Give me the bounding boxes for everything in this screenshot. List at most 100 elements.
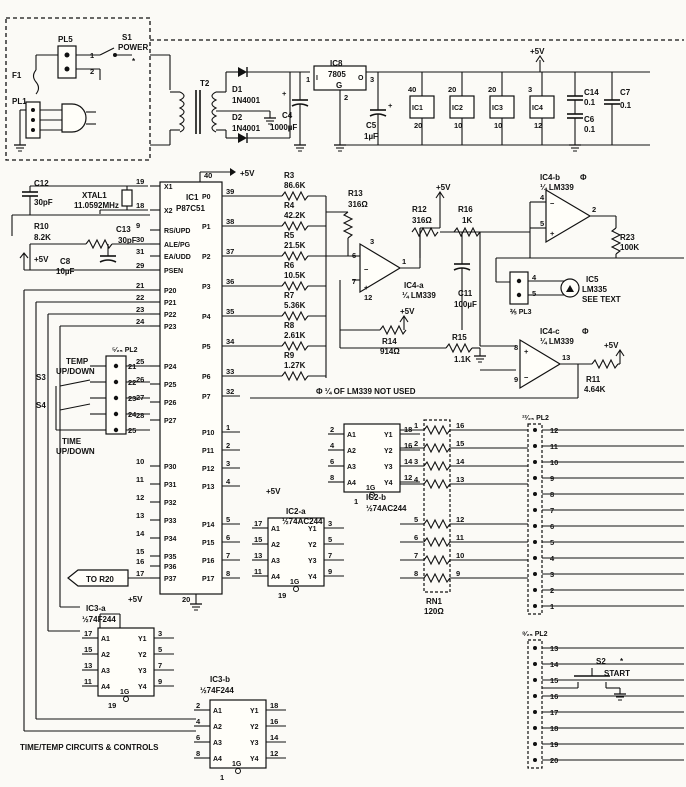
ic1-pin-name: P0 (202, 194, 211, 201)
buffer-output-pin: 9 (328, 567, 332, 576)
ic1-pin-name: P11 (202, 448, 214, 455)
ic1-pin-name: ALE/PG (164, 242, 191, 249)
ic1-pin-name: X2 (164, 208, 173, 215)
pl2-bottom-pin (533, 726, 537, 730)
time-updown-label: UP/DOWN (56, 447, 95, 456)
r13-label: R13 (348, 189, 363, 198)
comparator-section: 67 312 −+ 1 IC4-a ¼ LM339 R13 316Ω +5V R… (250, 173, 684, 399)
buffer-output-pin: 7 (328, 551, 332, 560)
s3-switch (59, 379, 91, 387)
ic1-pin-name: EA/UDD (164, 254, 191, 261)
buffer-enable-bubble (293, 586, 299, 592)
svg-text:9: 9 (514, 375, 518, 384)
buffer-input-pin: 15 (254, 535, 262, 544)
dac-resistor-name: R7 (284, 291, 295, 300)
r10-label: R10 (34, 222, 49, 231)
svg-text:+: + (524, 347, 529, 356)
temp-updown-label: UP/DOWN (56, 367, 95, 376)
ic3a-label: IC3-a (86, 604, 106, 613)
dac-resistors: R386.6KR442.2KR521.5KR610.5KR75.36KR82.6… (240, 171, 326, 381)
ic1-pin-name: P33 (164, 518, 177, 525)
ic1-pin-name: P12 (202, 466, 215, 473)
ic1-pin-number: 4 (226, 477, 231, 486)
ic1-pin-name: P26 (164, 400, 177, 407)
r23-value: 100K (620, 243, 639, 252)
ic3a-part: ½74F244 (82, 615, 116, 624)
svg-text:+: + (550, 229, 555, 238)
ic1-pin-number: 8 (226, 569, 230, 578)
plus5v-r14: +5V (400, 307, 415, 316)
rn1-output-pin: 16 (456, 421, 464, 430)
buffer-output-name: Y4 (138, 684, 147, 691)
ic1-pin-number: 13 (136, 511, 144, 520)
ic5-note: SEE TEXT (582, 295, 621, 304)
plus5v-ic2: +5V (266, 487, 281, 496)
pl2-pin (113, 427, 119, 433)
buffer-enable-bubble (235, 768, 241, 774)
ic1-left-pins: 19X118X29RS/UPD30ALE/PG31EA/UDD29PSEN21P… (136, 177, 191, 583)
buffer-enable-name: 1G (366, 485, 376, 492)
plus5v-r10: +5V (34, 255, 49, 264)
f1-label: F1 (12, 71, 22, 80)
pl5-connector (57, 45, 77, 79)
d2-diode (237, 132, 248, 144)
ic2a-label: IC2-a (286, 507, 306, 516)
ic1-pin-number: 2 (226, 441, 230, 450)
svg-text:4: 4 (540, 193, 545, 202)
buffer-output-name: Y2 (384, 448, 393, 455)
buffer-input-pin: 6 (330, 457, 334, 466)
ic8-in-pin: I (316, 75, 318, 82)
ic5-label: IC5 (586, 275, 599, 284)
ic1-pin-name: P10 (202, 430, 215, 437)
ic-power-name: IC1 (412, 105, 423, 112)
d2-type: 1N4001 (232, 124, 261, 133)
ic4a-label: IC4-a (404, 281, 424, 290)
t2-primary-coil (178, 91, 185, 133)
d2-label: D2 (232, 113, 243, 122)
ic1-pin-number: 31 (136, 247, 144, 256)
d1-diode (237, 66, 248, 78)
rn1-input-pin: 3 (414, 457, 418, 466)
pl2-top-pin (533, 588, 537, 592)
buffer-output-pin: 7 (158, 661, 162, 670)
buffer-enable-pin: 19 (108, 701, 116, 710)
ic8-part: 7805 (328, 70, 346, 79)
pl2-top-pin (533, 508, 537, 512)
ic1-pin-number: 18 (136, 201, 144, 210)
ic-power-vcc-pin: 20 (488, 85, 496, 94)
t2-label: T2 (200, 79, 210, 88)
dac-resistor-name: R3 (284, 171, 295, 180)
buffer-output-pin: 9 (158, 677, 162, 686)
buffer-input-name: A2 (271, 542, 280, 549)
pl2-top-pin (533, 572, 537, 576)
buffer-body (343, 423, 401, 493)
ic1-pin-number: 6 (226, 533, 230, 542)
buffer-body (97, 627, 155, 697)
mcu-section: IC1 P87C51 19X118X29RS/UPD30ALE/PG31EA/U… (11, 168, 255, 732)
pl2-bottom-pin (533, 710, 537, 714)
ic1-pin-name: P14 (202, 522, 215, 529)
ic-power-gnd-pin: 10 (494, 121, 502, 130)
ic1-pin-name: P34 (164, 536, 177, 543)
s4-switch (59, 403, 91, 411)
ic1-pin-number: 29 (136, 261, 144, 270)
ic1-pin20: 20 (182, 595, 190, 604)
rn1-input-pin: 7 (414, 551, 418, 560)
r12-value: 316Ω (412, 216, 432, 225)
c13-label: C13 (116, 225, 131, 234)
lm339-note: Φ ¼ OF LM339 NOT USED (316, 387, 416, 396)
ic1-pin-number: 11 (136, 475, 144, 484)
s2-label: S2 (596, 657, 606, 666)
svg-text:2: 2 (592, 205, 596, 214)
ic4a-comparator (359, 242, 402, 294)
resistor (281, 341, 309, 351)
ic1-pin-number: 9 (136, 221, 140, 230)
dac-resistor-name: R9 (284, 351, 295, 360)
svg-text:4: 4 (532, 273, 537, 282)
dac-resistor-value: 21.5K (284, 241, 306, 250)
xtal1-value: 11.0592MHz (74, 201, 119, 210)
buffer-output-name: Y3 (250, 740, 259, 747)
buffer-enable-pin: 1 (220, 773, 224, 782)
